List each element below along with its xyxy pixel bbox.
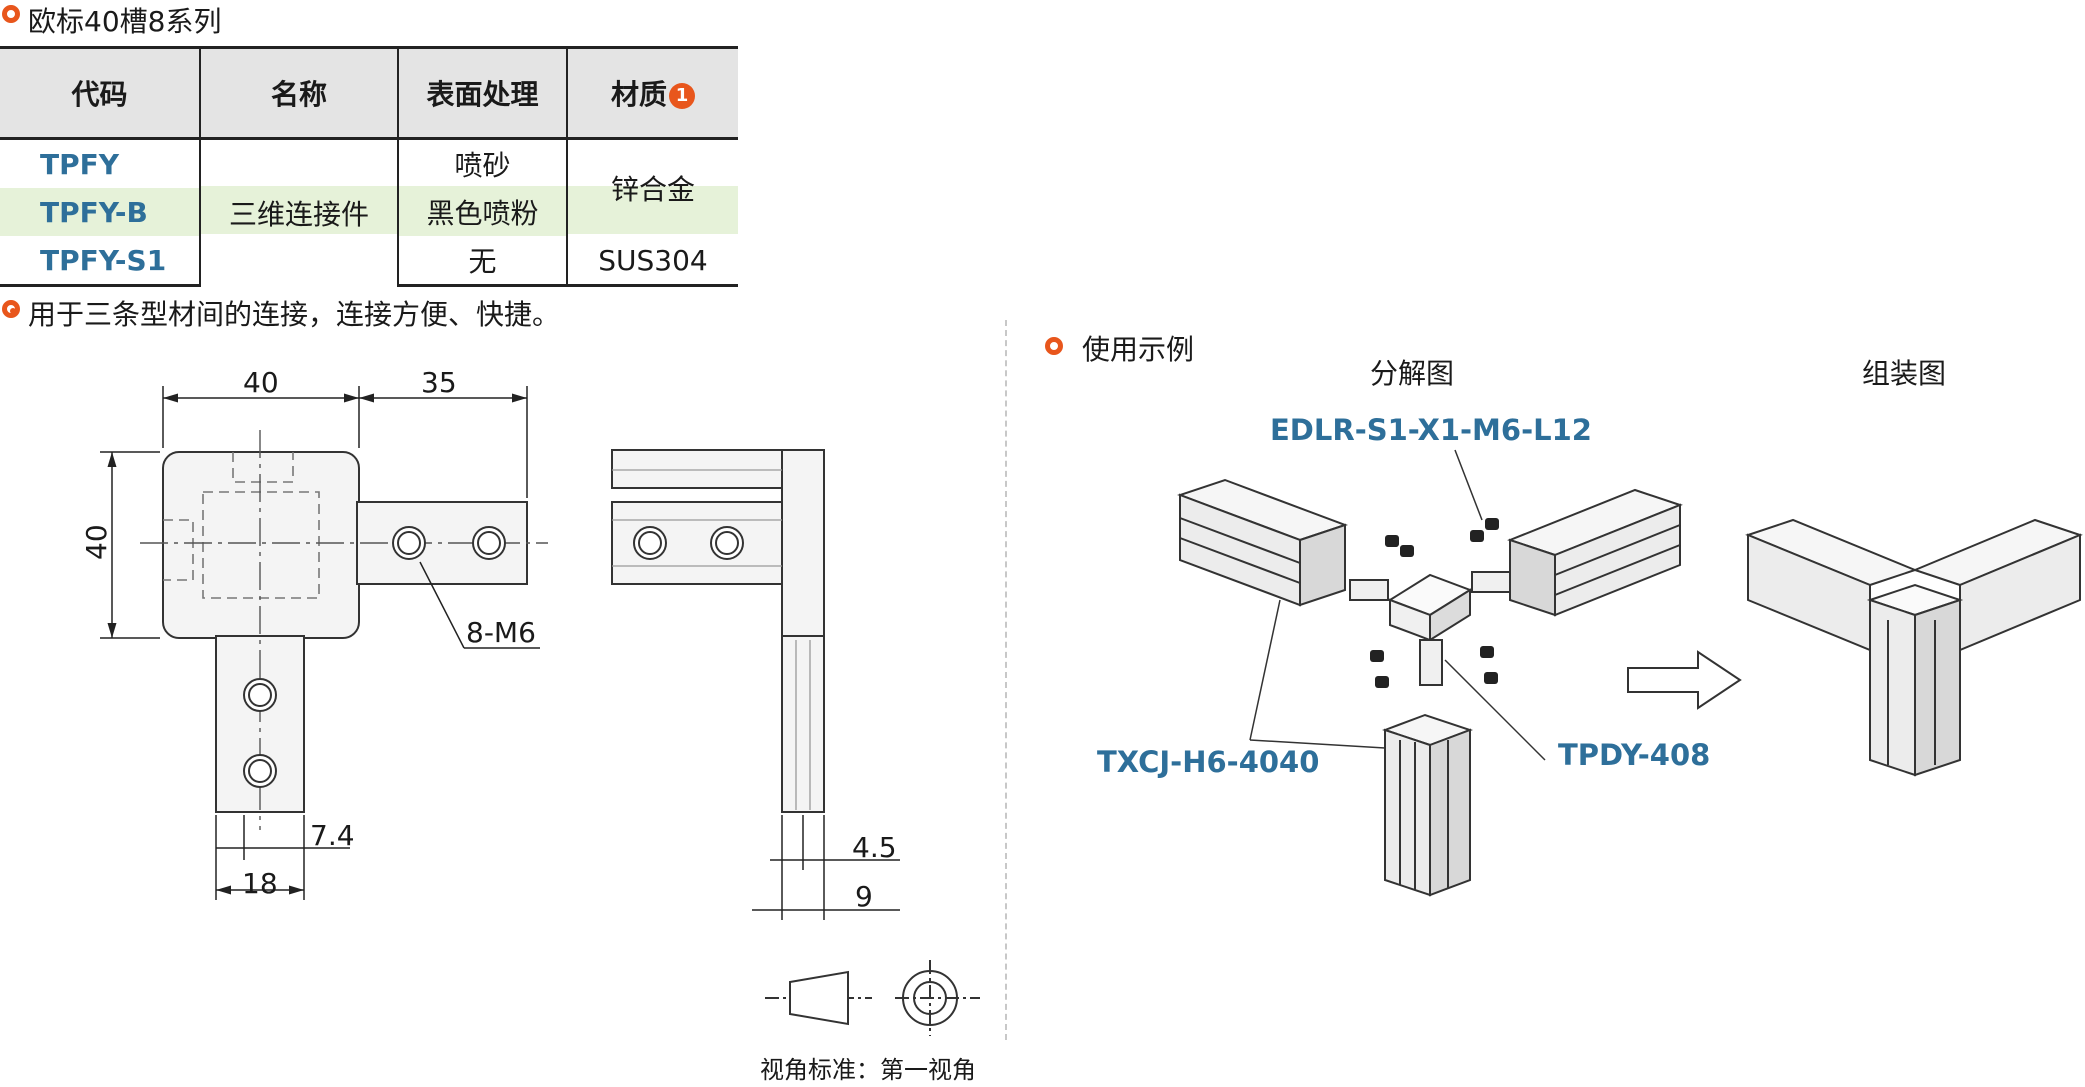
dim-leg-width: 18 — [242, 867, 278, 900]
note-bullet-icon — [2, 300, 20, 318]
code-cell: TPFY-S1 — [0, 236, 200, 287]
screw-icon — [1370, 518, 1499, 688]
table-row: TPFY-B 黑色喷粉 — [0, 188, 738, 236]
section-bullet-icon — [2, 5, 20, 23]
callout-profile: TXCJ-H6-4040 — [1097, 745, 1319, 779]
dim-thickness-9: 9 — [855, 880, 873, 913]
assembled-assembly — [1745, 518, 2083, 777]
col-header-surface: 表面处理 — [397, 46, 567, 140]
dim-height-40: 40 — [80, 524, 113, 560]
col-header-code: 代码 — [0, 46, 200, 140]
section-title: 欧标40槽8系列 — [28, 5, 222, 38]
exploded-view-label: 分解图 — [1370, 357, 1454, 390]
usage-illustration: 分解图 组装图 — [1097, 357, 2083, 897]
arrow-right-icon — [1627, 650, 1742, 710]
dim-width-40: 40 — [243, 366, 279, 399]
dim-thickness-4-5: 4.5 — [852, 831, 897, 864]
material-cell: 锌合金 — [566, 138, 738, 236]
dim-width-35: 35 — [421, 366, 457, 399]
section-divider — [1005, 320, 1007, 1040]
front-view — [162, 451, 528, 813]
name-cell: 三维连接件 — [199, 138, 398, 286]
code-cell: TPFY — [40, 147, 120, 181]
table-row: TPFY-S1 无 SUS304 — [0, 236, 738, 287]
col-header-name: 名称 — [199, 46, 398, 140]
dim-hole-spec: 8-M6 — [466, 616, 536, 649]
col-header-material-label: 材质 — [610, 78, 667, 111]
surface-cell: 黑色喷粉 — [397, 188, 567, 236]
surface-cell: 喷砂 — [397, 138, 567, 188]
exploded-profile-left — [1177, 478, 1348, 607]
code-cell: TPFY-B — [0, 188, 200, 236]
note-badge-icon: 1 — [669, 83, 695, 109]
dim-leg-offset: 7.4 — [310, 819, 355, 852]
table-row: TPFY 三维连接件 喷砂 锌合金 — [0, 138, 738, 286]
view-standard-label: 视角标准：第一视角 — [760, 1056, 976, 1084]
exploded-profile-bottom — [1382, 713, 1473, 897]
surface-cell: 无 — [397, 236, 567, 287]
usage-bullet-icon — [1045, 337, 1063, 355]
callout-screw: EDLR-S1-X1-M6-L12 — [1270, 413, 1592, 447]
technical-drawing: 40 35 40 8-M6 7.4 18 4.5 9 — [80, 366, 980, 1084]
feature-note: 用于三条型材间的连接，连接方便、快捷。 — [28, 298, 561, 331]
exploded-profile-right — [1507, 488, 1683, 617]
side-view — [611, 449, 825, 813]
material-cell: SUS304 — [566, 236, 738, 287]
usage-title: 使用示例 — [1082, 333, 1195, 366]
first-angle-projection-icon — [765, 960, 980, 1036]
callout-connector: TPDY-408 — [1558, 738, 1710, 772]
assembled-view-label: 组装图 — [1862, 357, 1946, 390]
exploded-connector — [1349, 571, 1511, 686]
